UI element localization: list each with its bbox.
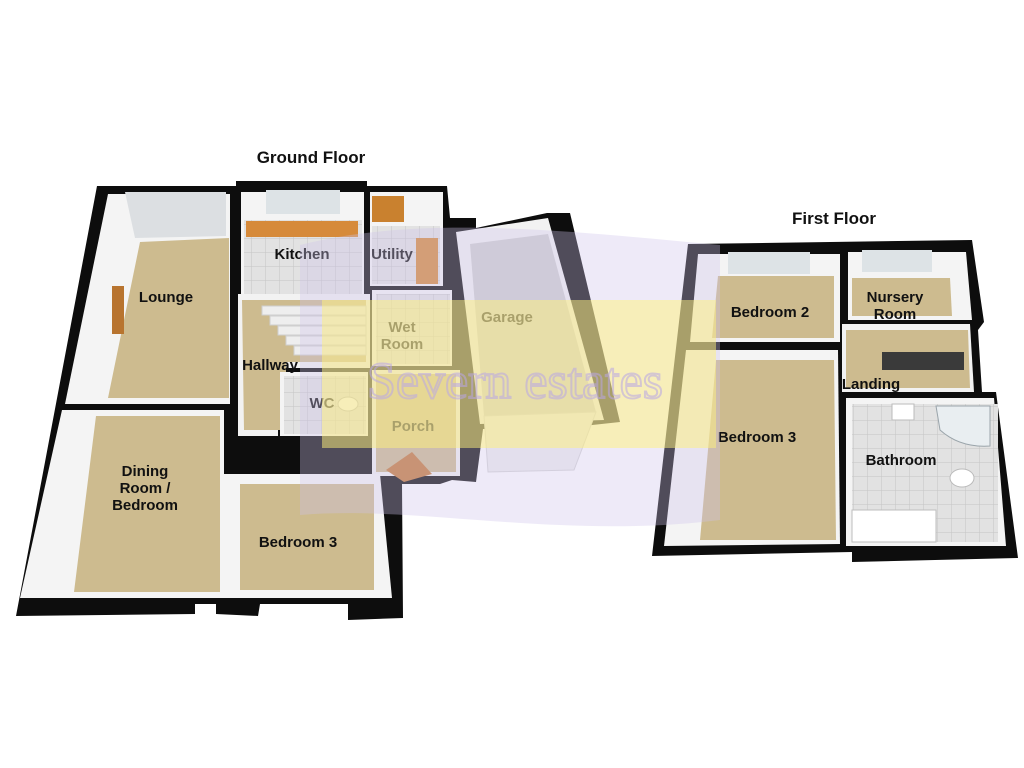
first-floor-title: First Floor <box>792 209 876 228</box>
bathroom-room <box>846 398 1006 546</box>
first-floor: First Floor Bedroom 2 Nursery Room Landi… <box>652 209 1018 562</box>
utility-room <box>370 192 443 286</box>
landing-area <box>842 324 974 392</box>
landing-label: Landing <box>842 376 900 393</box>
nursery-label-line1: Nursery <box>867 289 924 306</box>
dining-label-line2: Room / <box>120 480 172 497</box>
fireplace <box>112 286 124 334</box>
porch-door <box>386 452 432 482</box>
lounge-room <box>65 192 230 404</box>
ground-floor-title: Ground Floor <box>257 148 366 167</box>
bedroom-2-room <box>690 252 840 342</box>
bathroom-toilet <box>949 468 975 488</box>
dining-label-line3: Bedroom <box>112 497 178 514</box>
nursery-label-line2: Room <box>874 306 917 323</box>
utility-label: Utility <box>371 246 413 263</box>
shower-enclosure <box>935 405 991 447</box>
kitchen-label: Kitchen <box>274 246 329 263</box>
utility-worktop <box>416 238 438 284</box>
bath-tub <box>851 509 937 543</box>
bathroom-label: Bathroom <box>866 452 937 469</box>
dining-room-bedroom <box>20 410 224 598</box>
watermark-text: Severn estates <box>367 353 663 410</box>
first-bedroom-3-label: Bedroom 3 <box>718 429 796 446</box>
utility-cabinet <box>372 196 404 222</box>
ground-bedroom-3-room <box>222 474 392 598</box>
watermark-yellow-band <box>322 300 716 448</box>
kitchen-room <box>241 190 364 296</box>
bathroom-basin <box>891 403 915 421</box>
nursery-room <box>848 250 972 320</box>
landing-stair-void <box>882 352 964 370</box>
hallway-label: Hallway <box>242 357 299 374</box>
ground-bedroom-3-label: Bedroom 3 <box>259 534 337 551</box>
kitchen-window <box>266 190 340 214</box>
lounge-window <box>125 192 226 238</box>
dining-label-line1: Dining <box>122 463 169 480</box>
bedroom-2-window <box>728 252 810 274</box>
kitchen-worktop <box>246 221 358 237</box>
lounge-label: Lounge <box>139 289 193 306</box>
watermark: Severn estates <box>300 227 720 527</box>
nursery-window <box>862 250 932 272</box>
bedroom-2-label: Bedroom 2 <box>731 304 809 321</box>
